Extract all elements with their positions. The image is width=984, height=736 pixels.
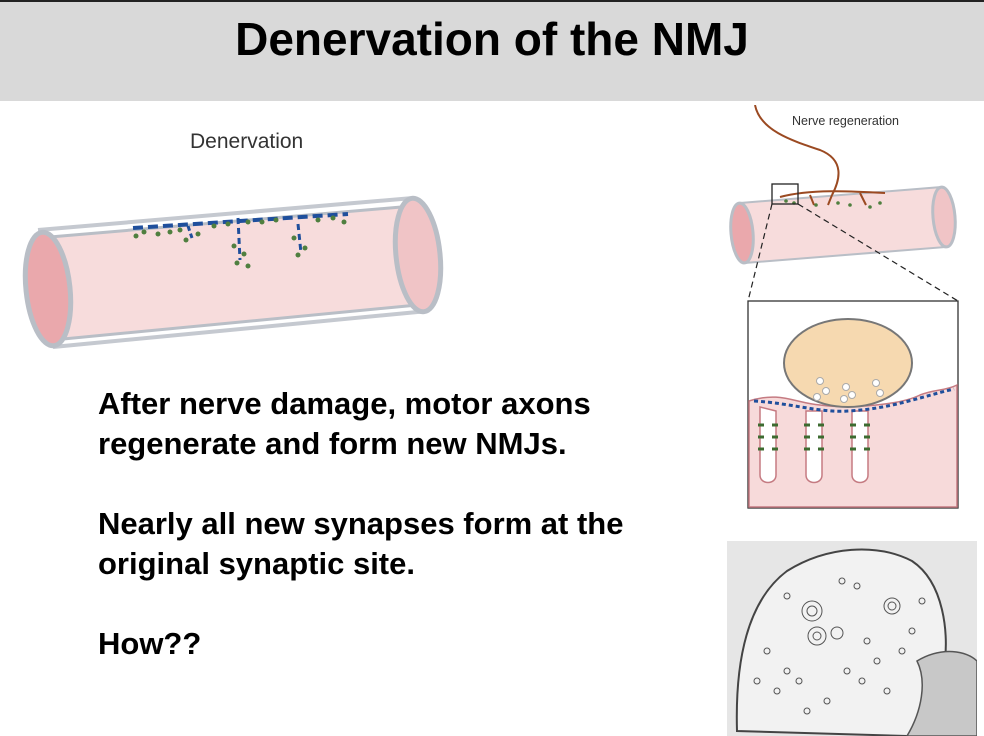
text-line: How?? — [98, 626, 202, 661]
regenerating-muscle-fiber — [729, 185, 957, 265]
title-bar: Denervation of the NMJ — [0, 0, 984, 101]
synapse-inset — [747, 300, 959, 509]
receptor-clusters — [132, 212, 349, 269]
paragraph-regeneration: After nerve damage, motor axons regenera… — [98, 384, 591, 464]
text-line: After nerve damage, motor axons — [98, 386, 591, 421]
slide-title: Denervation of the NMJ — [235, 13, 749, 65]
nerve-regeneration-label: Nerve regeneration — [792, 114, 899, 128]
text-line: regenerate and form new NMJs. — [98, 426, 567, 461]
text-line: Nearly all new synapses form at the — [98, 506, 624, 541]
zoom-box — [771, 183, 799, 205]
regenerating-axon — [754, 105, 886, 206]
nerve-regeneration-figure: Nerve regeneration — [729, 105, 959, 509]
denervation-figure: Denervation — [22, 130, 444, 349]
muscle-fiber — [22, 195, 444, 349]
electron-micrograph — [727, 541, 977, 736]
paragraph-question: How?? — [98, 624, 201, 664]
paragraph-synapse-site: Nearly all new synapses form at the orig… — [98, 504, 624, 584]
text-line: original synaptic site. — [98, 546, 415, 581]
denervation-label: Denervation — [190, 130, 303, 153]
